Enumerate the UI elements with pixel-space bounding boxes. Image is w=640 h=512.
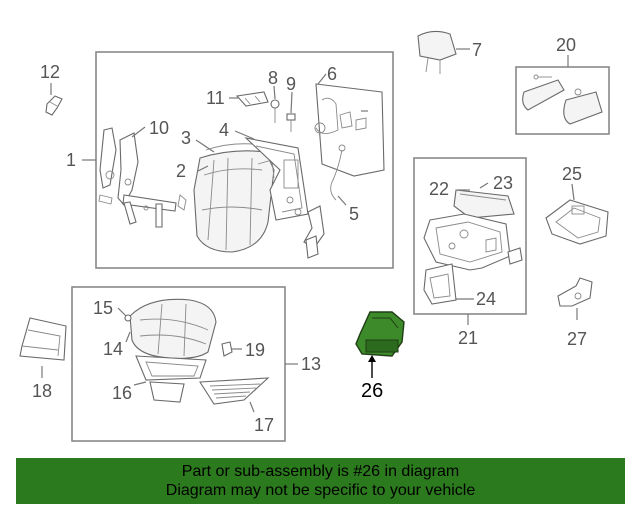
callout-15: 15 — [93, 298, 113, 318]
callout-20: 20 — [556, 35, 576, 55]
part-23-console-lid[interactable] — [453, 189, 515, 219]
part-26-arrowhead — [368, 355, 376, 362]
part-11-headrest-guide[interactable] — [235, 91, 269, 107]
callout-8: 8 — [268, 68, 278, 88]
callout-27: 27 — [567, 329, 587, 349]
callout-9: 9 — [286, 74, 296, 94]
callout-24: 24 — [476, 289, 496, 309]
callout-23: 23 — [493, 173, 513, 193]
part-14-seat-cushion[interactable] — [129, 298, 217, 359]
parts-diagram: 1 2 3 4 5 6 7 8 9 10 11 12 13 14 15 16 1… — [19, 30, 610, 442]
callout-11: 11 — [206, 88, 225, 108]
armrest-group-box — [515, 66, 610, 135]
callout-2: 2 — [176, 161, 186, 181]
callout-21: 21 — [458, 328, 478, 348]
part-24-console-bracket[interactable] — [423, 263, 457, 305]
callout-17: 17 — [254, 415, 274, 435]
callout-10: 10 — [149, 118, 169, 138]
part-5-cable[interactable] — [330, 144, 346, 201]
part-20-armrest[interactable] — [522, 74, 603, 125]
part-26-highlighted[interactable] — [355, 311, 405, 357]
callout-7: 7 — [472, 40, 482, 60]
callout-5: 5 — [349, 204, 359, 224]
callout-3: 3 — [181, 128, 191, 148]
callout-14: 14 — [103, 339, 123, 359]
info-banner: Part or sub-assembly is #26 in diagram D… — [16, 458, 625, 504]
part-9-bolt[interactable] — [286, 113, 296, 132]
part-7-headrest[interactable] — [417, 30, 457, 74]
part-10-seat-frame[interactable] — [98, 127, 187, 228]
part-25-bracket[interactable] — [545, 199, 609, 245]
part-17-spring-mat[interactable] — [199, 377, 270, 405]
callout-13: 13 — [301, 354, 321, 374]
center-console-group-box — [413, 157, 527, 315]
part-19-bolt[interactable] — [221, 341, 233, 357]
part-18-bracket[interactable] — [19, 317, 67, 361]
part-16-cushion-frame[interactable] — [135, 355, 207, 403]
callout-25: 25 — [562, 164, 582, 184]
callout-6: 6 — [327, 64, 337, 84]
part-8-bolt[interactable] — [270, 99, 280, 123]
part-15-clip[interactable] — [124, 314, 132, 322]
callout-22: 22 — [429, 179, 449, 199]
console-side-clip[interactable] — [507, 247, 523, 265]
seat-lower-bracket[interactable] — [303, 205, 325, 259]
callout-18: 18 — [32, 381, 52, 401]
part-12-clip[interactable] — [45, 95, 63, 116]
part-2-seatback[interactable] — [193, 150, 275, 253]
banner-line-2: Diagram may not be specific to your vehi… — [165, 482, 476, 499]
part-21-console-base[interactable] — [423, 213, 511, 271]
part-4-seatback-frame[interactable] — [244, 137, 309, 221]
callout-4: 4 — [219, 120, 229, 140]
callout-12: 12 — [40, 62, 60, 82]
banner-line-1: Part or sub-assembly is #26 in diagram — [181, 463, 460, 480]
callout-1: 1 — [66, 150, 76, 170]
part-27-hook[interactable] — [557, 277, 593, 307]
callout-16: 16 — [112, 383, 132, 403]
callout-19: 19 — [245, 340, 265, 360]
part-6-back-panel[interactable] — [314, 83, 385, 177]
callout-26: 26 — [361, 380, 383, 402]
